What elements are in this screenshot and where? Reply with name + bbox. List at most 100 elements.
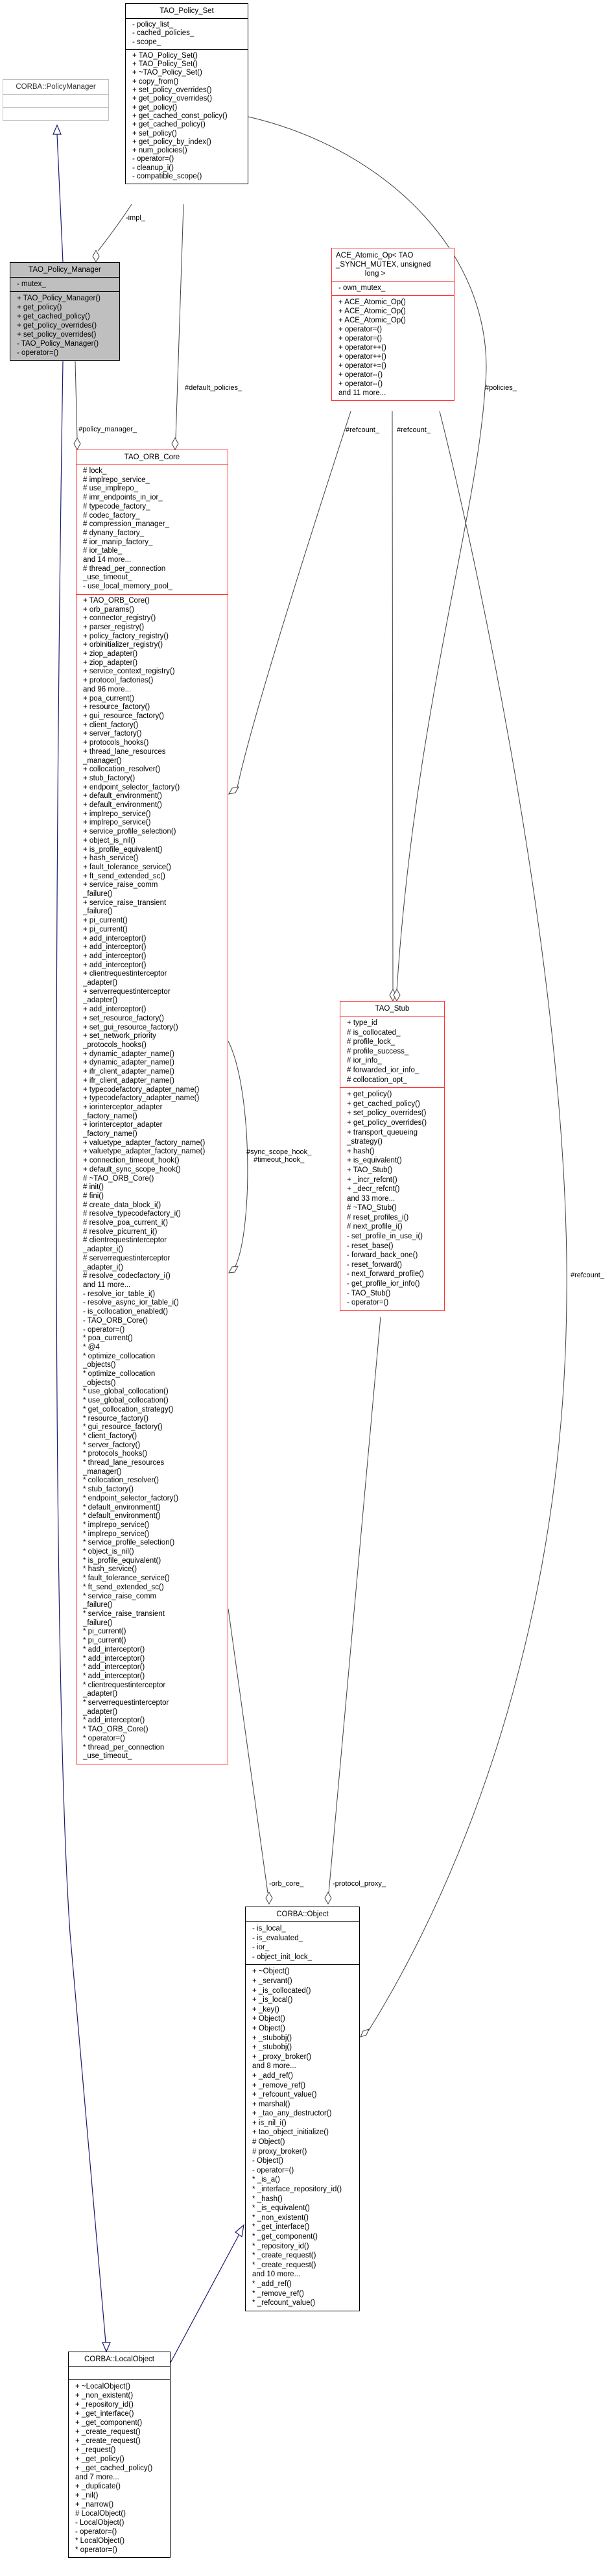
member-item: + object_is_nil() [83,836,136,845]
member-item: - object_init_lock_ [252,1953,313,1961]
member-item: * _create_request() [252,2261,316,2269]
aggregation-diamond-icon [265,1891,273,1905]
class-box-tao-policy-set[interactable]: TAO_Policy_Set - policy_list_- cached_po… [125,3,248,185]
edge-label-protocol-proxy: -protocol_proxy_ [333,1880,386,1888]
member-item: + orbinitializer_registry() [83,641,163,649]
member-item: - ior_ [252,1944,270,1952]
member-item: + operator--() [338,371,383,379]
class-box-ace-atomic-op[interactable]: ACE_Atomic_Op< TAO _SYNCH_MUTEX, unsigne… [331,248,455,401]
edge-label-policies: #policies_ [485,384,517,392]
class-title: TAO_Stub [375,1005,410,1013]
member-item: + _remove_ref() [252,2081,306,2089]
member-item: # use_implrepo_ [83,485,139,493]
member-item: + tao_object_initialize() [252,2128,329,2137]
member-item: + _narrow() [75,2501,114,2509]
member-item: * pi_current() [83,1628,126,1636]
member-item: + _stubobj() [252,2043,292,2052]
member-item: + resource_factory() [83,703,150,712]
member-item: + operator=() [338,335,383,343]
member-item: + hash_service() [83,854,139,863]
member-item: + operator+=() [338,362,386,370]
edge-protocol-proxy [328,1316,381,1894]
member-item: # ~TAO_ORB_Core() [83,1174,154,1183]
methods-section: + TAO_ORB_Core()+ orb_params()+ connecto… [77,594,228,1764]
member-item: - Object() [252,2157,283,2165]
member-item: + _get_policy() [75,2455,124,2463]
member-item: + dynamic_adapter_name() [83,1050,174,1058]
member-item: + num_policies() [132,147,187,155]
member-item: + ~LocalObject() [75,2383,131,2390]
edge-policies [248,116,487,991]
member-item: + ifr_client_adapter_name() [83,1076,174,1085]
member-item: + operator--() [338,380,383,388]
member-item: * add_interceptor() [83,1716,145,1725]
edge-label-default-policies: #default_policies_ [185,384,242,392]
member-item: - is_collocation_enabled() [83,1308,169,1316]
member-item: - TAO_Stub() [347,1289,391,1297]
member-item: + ziop_adapter() [83,650,138,658]
attributes-section [69,2366,170,2379]
member-item: # proxy_broker() [252,2147,307,2156]
member-item: + _create_request() [75,2437,141,2445]
member-item: # serverrequestinterceptor _adapter_i() [83,1254,171,1271]
class-box-corba-object[interactable]: CORBA::Object - is_local_- is_evaluated_… [245,1907,360,2311]
member-item: + _nil() [75,2492,99,2499]
class-box-tao-orb-core[interactable]: TAO_ORB_Core # lock_# implrepo_service_#… [76,450,228,1764]
member-item: - LocalObject() [75,2519,124,2527]
member-item: * implrepo_service() [83,1530,150,1538]
member-item: + _stubobj() [252,2034,292,2042]
member-item: # ior_info_ [347,1057,382,1065]
methods-section: + TAO_Policy_Set()+ TAO_Policy_Set()+ ~T… [126,49,248,184]
member-item: + endpoint_selector_factory() [83,783,180,791]
class-box-tao-policy-manager[interactable]: TAO_Policy_Manager - mutex_ + TAO_Policy… [10,262,120,361]
methods-section [3,107,108,120]
member-item: * _is_equivalent() [252,2204,310,2213]
inheritance-arrow-icon [102,2342,111,2353]
member-item: + _add_ref() [252,2071,293,2080]
member-item: and 10 more... [252,2270,301,2279]
member-item: - operator=() [252,2166,294,2174]
member-item: + fault_tolerance_service() [83,863,171,871]
member-item: + stub_factory() [83,774,136,782]
member-item: + add_interceptor() [83,943,147,952]
aggregation-diamond-icon [171,437,179,451]
member-item: + ACE_Atomic_Op() [338,317,406,324]
class-title: CORBA::LocalObject [84,2355,154,2363]
member-item: + parser_registry() [83,623,145,631]
member-item: + get_cached_const_policy() [132,112,228,120]
member-item: * poa_current() [83,1334,133,1343]
member-item: + _duplicate() [75,2483,121,2490]
member-item: * service_profile_selection() [83,1539,175,1547]
class-title: TAO_ORB_Core [124,453,180,461]
methods-section: + TAO_Policy_Manager()+ get_policy()+ ge… [10,291,119,360]
member-item: * optimize_collocation _objects() [83,1352,156,1369]
member-item: + ft_send_extended_sc() [83,872,165,880]
member-item: * hash_service() [83,1565,137,1574]
member-item: - forward_back_one() [347,1251,418,1260]
member-item: * operator=() [75,2546,117,2554]
member-item: * client_factory() [83,1432,137,1440]
member-item: * add_interceptor() [83,1672,145,1680]
member-item: - is_evaluated_ [252,1934,303,1942]
attributes-section: + type_id# is_collocated_# profile_lock_… [340,1016,444,1087]
attributes-section: - mutex_ [10,277,119,291]
member-item: # resolve_poa_current_i() [83,1219,169,1227]
member-item: * _create_request() [252,2252,316,2260]
member-item: * resource_factory() [83,1414,148,1423]
methods-section: + ACE_Atomic_Op()+ ACE_Atomic_Op()+ ACE_… [332,295,454,400]
class-box-tao-stub[interactable]: TAO_Stub + type_id# is_collocated_# prof… [340,1001,445,1311]
member-item: + _get_interface() [75,2410,134,2418]
member-item: * stub_factory() [83,1486,134,1494]
member-item: * clientrequestinterceptor _adapter() [83,1681,166,1698]
member-item: - use_local_memory_pool_ [83,583,173,591]
member-item: # ior_manip_factory_ [83,538,153,546]
methods-section: + get_policy()+ get_cached_policy()+ set… [340,1087,444,1310]
class-box-corba-policymanager[interactable]: CORBA::PolicyManager [3,79,109,121]
member-item: + _repository_id() [75,2401,134,2409]
member-item: * ft_send_extended_sc() [83,1583,164,1591]
member-item: + add_interceptor() [83,952,147,960]
class-box-corba-localobject[interactable]: CORBA::LocalObject + ~LocalObject()+ _no… [68,2352,171,2558]
edge-orb-core [228,1608,268,1894]
member-item: * _hash() [252,2195,283,2203]
